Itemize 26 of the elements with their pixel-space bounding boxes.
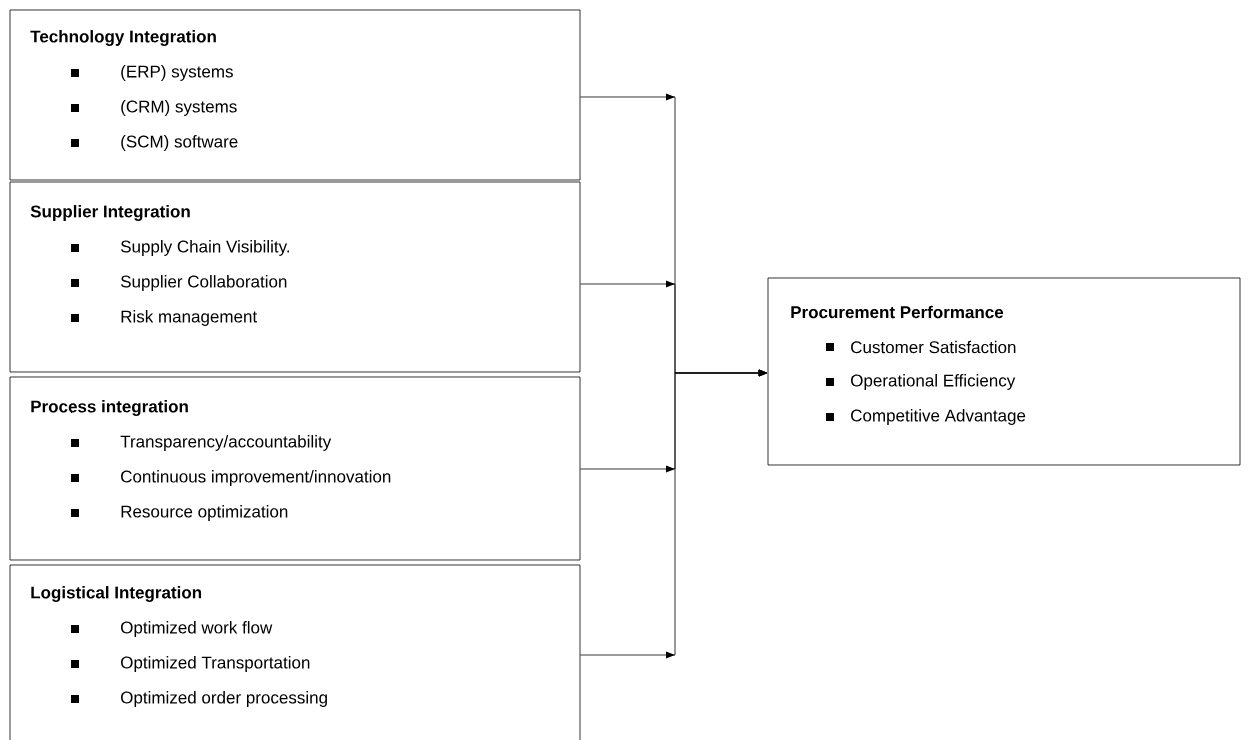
list-item: Continuous improvement/innovation bbox=[121, 470, 391, 486]
text-box bbox=[9, 564, 581, 740]
list-item: Transparency/accountability bbox=[120, 435, 332, 451]
list-item: Optimized Transportation bbox=[121, 656, 310, 672]
box-heading: Process integration bbox=[31, 400, 188, 416]
list-item: (SCM) software bbox=[121, 135, 238, 151]
box-heading: Logistical Integration bbox=[31, 586, 202, 602]
list-item: Operational Efficiency bbox=[851, 374, 1016, 390]
list-item: Resource optimization bbox=[121, 505, 288, 521]
list-item: Supplier Collaboration bbox=[120, 275, 287, 291]
text-box bbox=[9, 9, 581, 181]
text-box bbox=[9, 181, 581, 373]
list-item: Customer Satisfaction bbox=[851, 340, 1016, 354]
list-item: (ERP) systems bbox=[121, 65, 233, 81]
list-item: Optimized work flow bbox=[121, 621, 273, 637]
box-heading: Supplier Integration bbox=[30, 205, 190, 221]
text-box bbox=[767, 277, 1241, 466]
text-box bbox=[9, 376, 581, 561]
list-item: (CRM) systems bbox=[121, 100, 237, 116]
list-item: Competitive Advantage bbox=[851, 409, 1026, 425]
box-heading: Technology Integration bbox=[30, 30, 216, 46]
list-item: Supply Chain Visibility. bbox=[120, 240, 289, 256]
list-item: Optimized order processing bbox=[121, 691, 327, 707]
arrow bbox=[580, 369, 767, 659]
list-item: Risk management bbox=[121, 310, 258, 326]
box-heading: Procurement Performance bbox=[791, 305, 1004, 319]
